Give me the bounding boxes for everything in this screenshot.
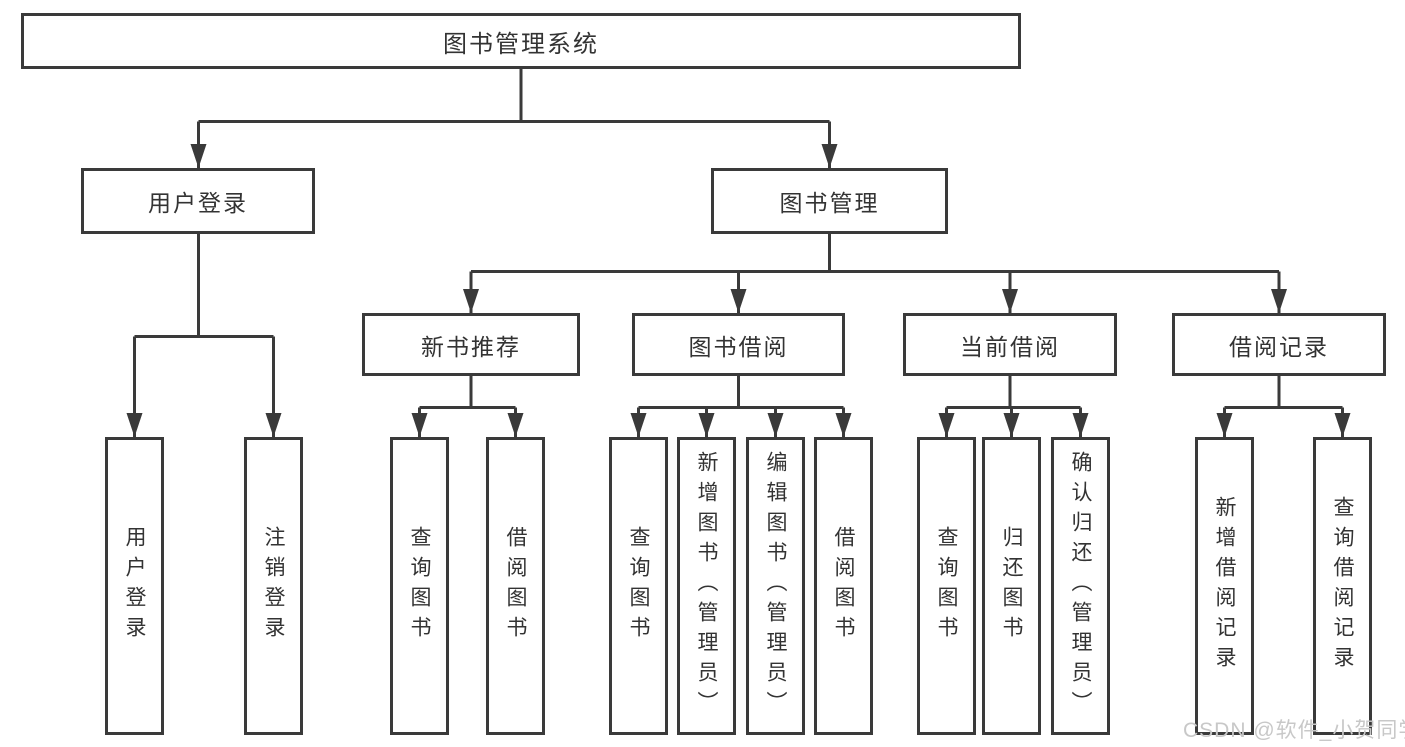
node-book-management: 图书管理 xyxy=(711,168,948,234)
node-user-login: 用户登录 xyxy=(81,168,315,234)
node-new-book-recommendation: 新书推荐 xyxy=(362,313,580,376)
leaf-search-books-recommend: 查询图书 xyxy=(390,437,449,735)
leaf-logout-login: 注销登录 xyxy=(244,437,303,735)
node-book-borrowing: 图书借阅 xyxy=(632,313,845,376)
leaf-search-books-current: 查询图书 xyxy=(917,437,976,735)
leaf-user-login: 用户登录 xyxy=(105,437,164,735)
leaf-search-books-borrow: 查询图书 xyxy=(609,437,668,735)
leaf-add-books-admin: 新增图书（管理员） xyxy=(677,437,736,735)
leaf-return-books: 归还图书 xyxy=(982,437,1041,735)
leaf-confirm-return-admin: 确认归还（管理员） xyxy=(1051,437,1110,735)
leaf-add-borrow-record: 新增借阅记录 xyxy=(1195,437,1254,735)
leaf-edit-books-admin: 编辑图书（管理员） xyxy=(746,437,805,735)
node-borrowing-records: 借阅记录 xyxy=(1172,313,1386,376)
leaf-borrow-books: 借阅图书 xyxy=(814,437,873,735)
leaf-search-borrow-record: 查询借阅记录 xyxy=(1313,437,1372,735)
leaf-borrow-books-recommend: 借阅图书 xyxy=(486,437,545,735)
node-current-borrowing: 当前借阅 xyxy=(903,313,1117,376)
node-book-management-system: 图书管理系统 xyxy=(21,13,1021,69)
watermark: CSDN @软件_小贺同学 xyxy=(1183,719,1405,742)
